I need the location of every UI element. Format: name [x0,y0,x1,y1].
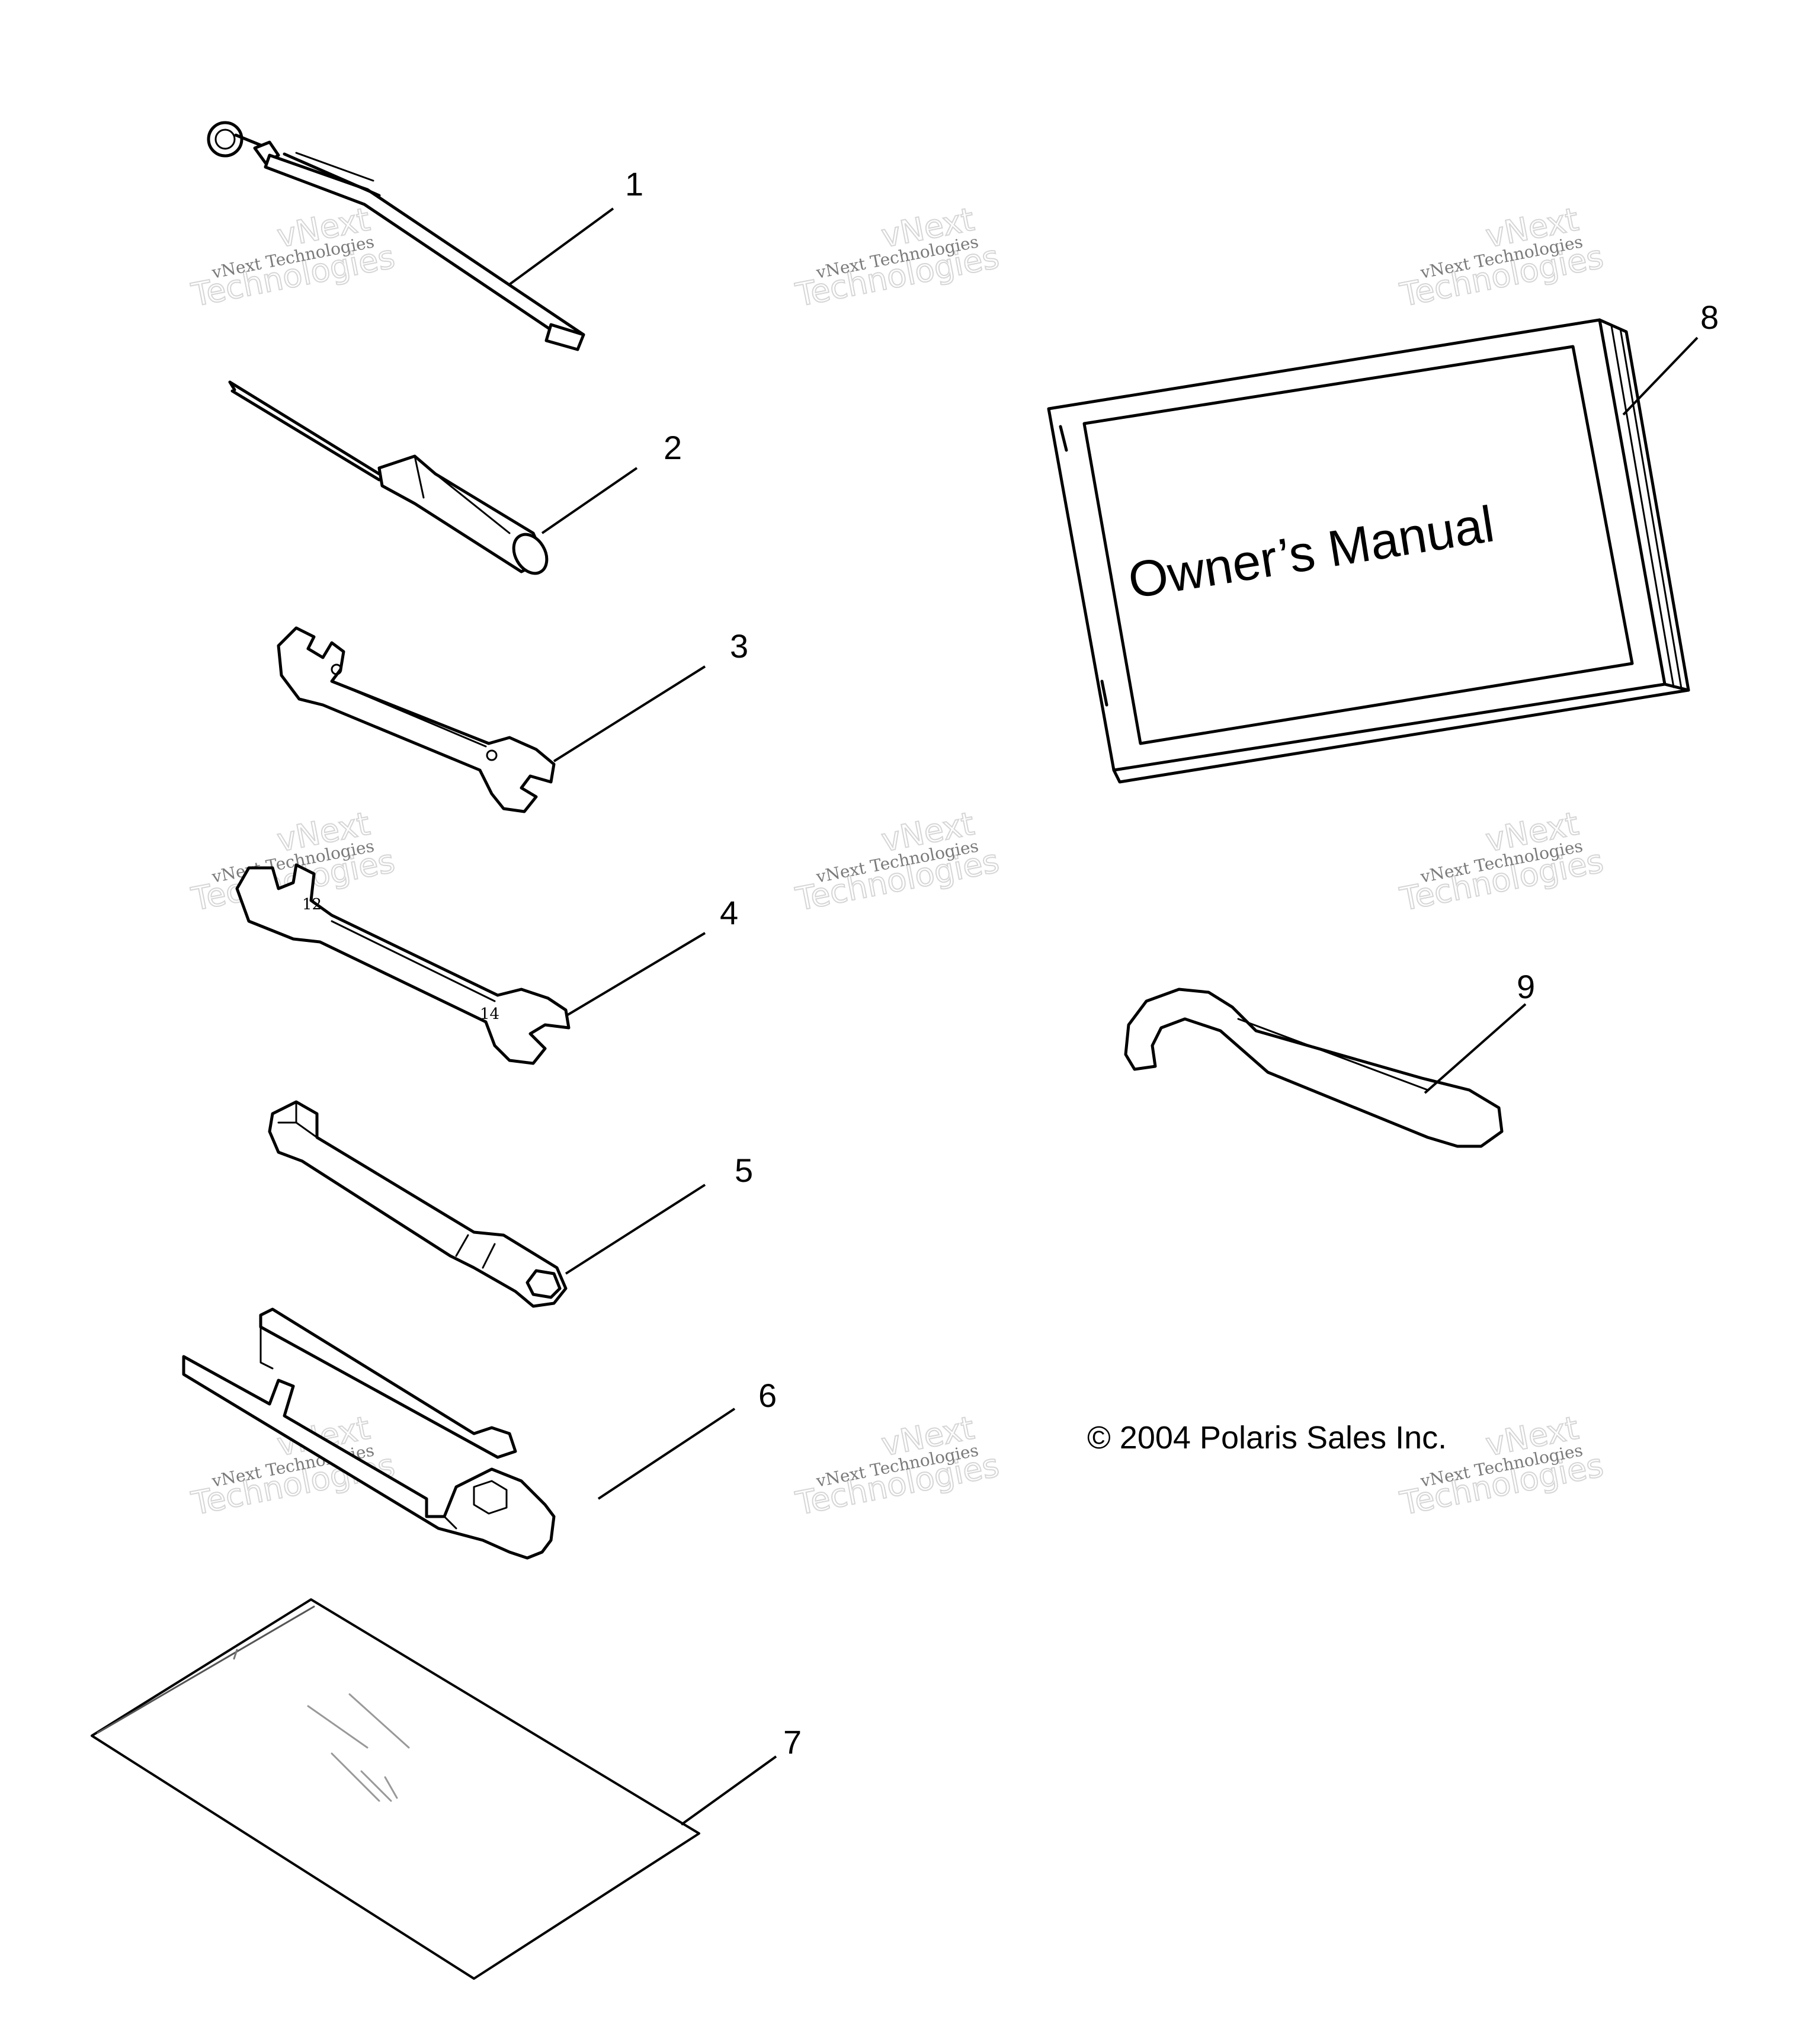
leader-4 [565,932,706,1017]
leader-3 [553,665,706,762]
leader-2 [541,467,638,534]
callout-1: 1 [625,165,643,203]
svg-text:14: 14 [480,1005,499,1023]
callout-8: 8 [1700,299,1719,336]
callout-9: 9 [1517,968,1535,1005]
callout-5: 5 [735,1152,753,1189]
spark-plug-socket-wrench-icon [268,1100,568,1308]
leader-8 [1622,336,1699,416]
tire-pressure-gauge-icon [207,121,585,351]
leader-6 [597,1408,736,1500]
leader-7 [680,1755,777,1826]
svg-text:12: 12 [302,896,322,913]
leader-1 [508,207,614,286]
plastic-bag-icon [91,1598,700,1980]
open-end-wrench-icon: 12 14 [235,863,571,1065]
leader-5 [565,1184,706,1275]
callout-labels: 1 2 3 4 5 6 7 8 9 [625,165,1719,1761]
callout-4: 4 [720,894,738,931]
leader-lines [508,207,1699,1826]
callout-6: 6 [758,1377,777,1414]
copyright-notice: © 2004 Polaris Sales Inc. [1087,1420,1447,1456]
open-end-wrench-icon [277,626,556,813]
leader-9 [1424,1003,1527,1094]
screwdriver-icon [228,380,549,575]
tool-holder-icon [182,1307,556,1560]
callout-3: 3 [730,627,748,665]
callout-7: 7 [783,1723,802,1761]
owners-manual-icon: Owner’s Manual [1047,318,1690,784]
spanner-wrench-icon [1124,988,1504,1148]
callout-2: 2 [664,429,682,466]
